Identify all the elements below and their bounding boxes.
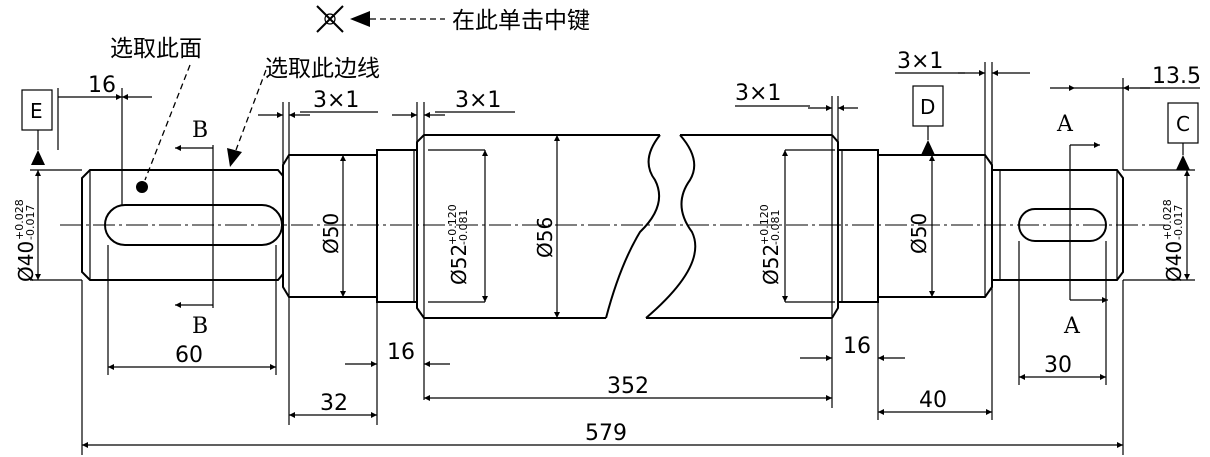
dia-52-left-upper-tol: +0.120 [446,204,459,245]
dim-chamfer-4: 3×1 [897,49,943,74]
dia-52-left-lower-tol: -0.081 [457,210,470,245]
middle-click-marker [316,5,445,33]
dia-40-left-upper-tol: +0.028 [13,199,26,240]
select-edge-label: 选取此边线 [265,56,380,82]
dim-13-5: 13.5 [1152,64,1201,89]
dia-52-right-group: Ø52 +0.120 -0.081 [758,204,783,285]
dim-40: 40 [919,388,947,413]
dia-40-right-lower-tol: -0.017 [1172,205,1185,240]
left-keyway [104,204,283,246]
dim-60: 60 [175,343,203,368]
dia-50-right-group: Ø50 [907,213,931,254]
dia-40-left-lower-tol: -0.017 [24,205,37,240]
dia-52-right-lower-tol: -0.081 [769,210,782,245]
section-b-indicator [175,145,214,308]
section-b-bottom-label: B [192,314,208,339]
select-edge-leader [227,69,267,167]
linear-dimension-lines [57,62,1200,455]
dia-40-right-upper-tol: +0.028 [1161,199,1174,240]
datum-d [912,85,944,155]
dim-16-left: 16 [387,340,415,365]
section-a-bottom-label: A [1063,314,1081,339]
diameter-dimension-lines [30,135,1195,318]
right-keyway [1018,208,1107,242]
click-middle-label: 在此单击中键 [452,8,590,34]
datum-c-label: C [1176,112,1190,136]
datum-e [21,89,53,165]
dia-56: Ø56 [533,217,557,258]
shaft-outline [81,134,1124,319]
select-face-label: 选取此面 [110,36,202,62]
datum-c [1167,102,1199,170]
dia-40-left-group: Ø40 +0.028 -0.017 [13,199,38,282]
section-a-indicator [1069,142,1108,303]
dia-40-right: Ø40 [1162,241,1186,282]
select-face-leader [136,64,191,193]
dia-52-right-upper-tol: +0.120 [758,204,771,245]
dia-52-left: Ø52 [447,244,471,285]
dim-579: 579 [585,421,627,446]
dim-352: 352 [607,374,649,399]
dia-50-left: Ø50 [319,213,343,254]
dia-40-left: Ø40 [14,241,38,282]
datum-e-label: E [30,99,43,123]
dim-chamfer-3: 3×1 [735,81,781,106]
section-a-top-label: A [1056,112,1074,137]
dia-40-right-group: Ø40 +0.028 -0.017 [1161,199,1186,282]
dim-chamfer-1: 3×1 [313,88,359,113]
dia-56-group: Ø56 [533,217,557,258]
dim-16-top: 16 [88,73,116,98]
dim-30: 30 [1044,353,1072,378]
dia-52-right: Ø52 [759,244,783,285]
dim-32: 32 [320,391,348,416]
dia-52-left-group: Ø52 +0.120 -0.081 [446,204,471,285]
dia-50-left-group: Ø50 [319,213,343,254]
section-b-top-label: B [192,118,208,143]
datum-d-label: D [920,95,935,119]
dim-16-right: 16 [843,334,871,359]
dia-50-right: Ø50 [907,213,931,254]
dim-chamfer-2: 3×1 [455,88,501,113]
